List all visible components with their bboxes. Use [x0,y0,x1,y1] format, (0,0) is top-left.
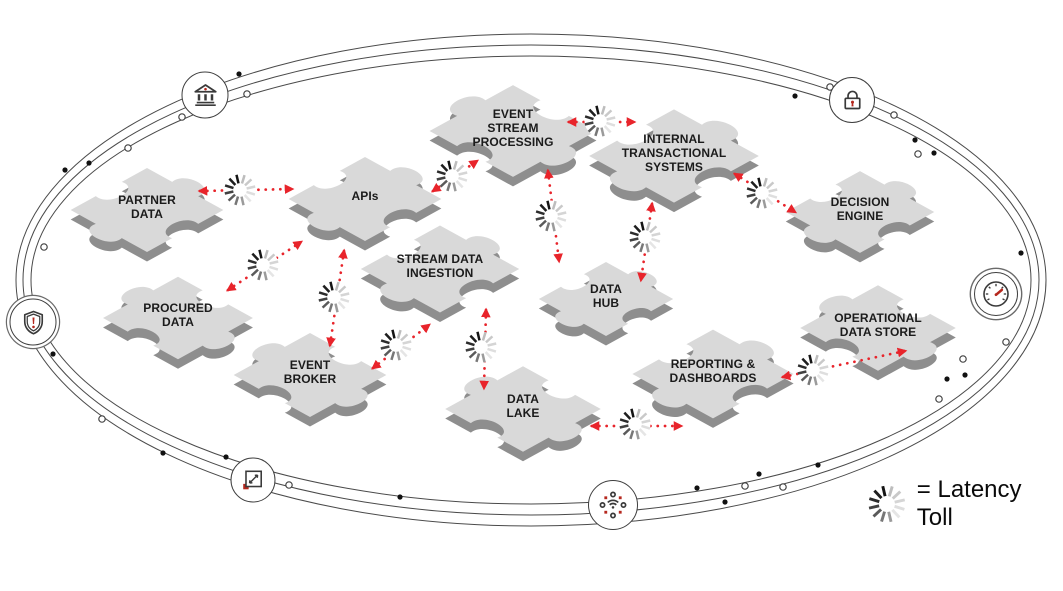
latency-spinner-icon [318,281,350,313]
bank-icon [181,71,229,119]
puzzle-piece-decision-engine [773,164,947,270]
latency-spinner-icon [247,249,279,281]
latency-spinner-icon [868,485,906,523]
connected-devices-glyph [599,491,627,519]
gauge-glyph [983,281,1009,307]
puzzle-piece-event-broker [221,326,399,434]
latency-spinner-icon [746,177,778,209]
latency-spinner-icon [535,200,567,232]
legend: = Latency Toll [866,476,1063,532]
edge-stream-data-ingestion--data-lake [465,307,497,391]
edge-procured-data--apis [225,240,304,292]
edge-reporting-dashboards--operational-data-store [780,347,908,386]
puzzle-piece-partner-data [58,161,236,269]
connected-devices-icon [588,480,638,530]
latency-spinner-icon [436,160,468,192]
puzzle-piece-data-lake [432,359,614,469]
edge-partner-data--apis [197,174,295,206]
edge-apis--event-broker [318,248,350,348]
orbit-dots [40,71,1024,505]
edge-internal-transactional-systems--data-hub [629,201,661,283]
orbit-rings [15,33,1047,527]
puzzle-pieces [58,77,969,469]
latency-spinner-icon [629,221,661,253]
edge-data-lake--reporting-dashboards [589,408,684,440]
latency-spinner-icon [465,331,497,363]
puzzle-piece-data-hub [527,255,685,352]
latency-spinner-icon [584,105,616,137]
lock-icon [829,77,875,123]
lock-glyph [843,90,861,109]
latency-edges [197,105,908,440]
latency-spinner-glyph [868,485,906,523]
legend-label: = Latency Toll [916,476,1022,531]
edge-apis--event-stream-processing [430,159,480,193]
scale-glyph [243,470,263,490]
gauge-icon [974,272,1018,316]
edge-event-stream-processing--data-hub [535,168,567,264]
latency-spinner-icon [619,408,651,440]
scale-icon [230,457,276,503]
latency-spinner-icon [224,174,256,206]
shield-alert-glyph [23,310,43,335]
puzzle-piece-procured-data [90,269,266,376]
bank-glyph [193,83,217,106]
shield-alert-icon [9,298,57,346]
edge-event-stream-processing--internal-transactional-systems [566,105,637,137]
latency-spinner-icon [797,354,829,386]
latency-spinner-icon [380,329,412,361]
edge-event-broker--stream-data-ingestion [371,323,431,370]
edge-internal-transactional-systems--decision-engine [732,172,798,214]
